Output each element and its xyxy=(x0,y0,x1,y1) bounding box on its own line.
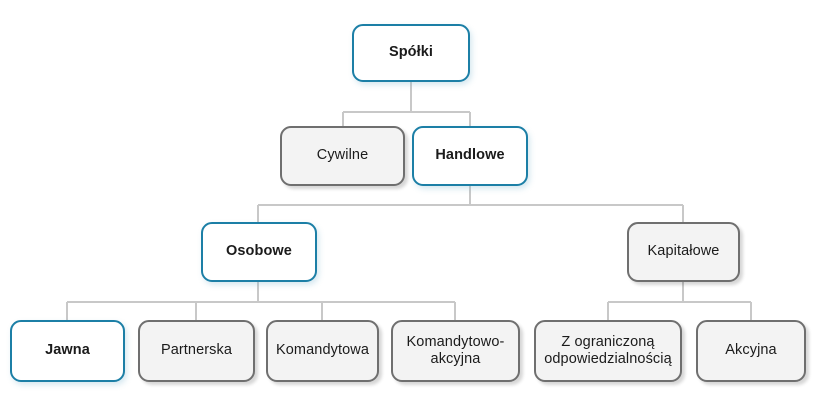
node-komandytowa[interactable]: Komandytowa xyxy=(266,320,379,382)
node-cywilne[interactable]: Cywilne xyxy=(280,126,405,186)
node-spolki[interactable]: Spółki xyxy=(352,24,470,82)
node-spolki-label: Spółki xyxy=(388,44,434,61)
node-akcyjna[interactable]: Akcyjna xyxy=(696,320,806,382)
node-partnerska[interactable]: Partnerska xyxy=(138,320,255,382)
node-handlowe-label: Handlowe xyxy=(435,147,505,164)
node-jawna-label: Jawna xyxy=(45,342,90,359)
node-osobowe-label: Osobowe xyxy=(226,243,292,260)
node-osobowe[interactable]: Osobowe xyxy=(201,222,317,282)
node-partnerska-label: Partnerska xyxy=(160,342,233,359)
node-akcyjna-label: Akcyjna xyxy=(725,342,777,359)
node-jawna[interactable]: Jawna xyxy=(10,320,125,382)
node-kapitalowe-label: Kapitałowe xyxy=(647,243,720,260)
node-handlowe[interactable]: Handlowe xyxy=(412,126,528,186)
node-cywilne-label: Cywilne xyxy=(316,147,369,164)
node-z-ograniczona-odpowiedzialnoscia[interactable]: Z ograniczoną odpowiedzialnością xyxy=(534,320,682,382)
node-z-ograniczona-odpowiedzialnoscia-label: Z ograniczoną odpowiedzialnością xyxy=(544,333,672,367)
node-komandytowo-akcyjna-label: Komandytowo- akcyjna xyxy=(406,333,505,367)
node-kapitalowe[interactable]: Kapitałowe xyxy=(627,222,740,282)
node-komandytowo-akcyjna[interactable]: Komandytowo- akcyjna xyxy=(391,320,520,382)
node-komandytowa-label: Komandytowa xyxy=(276,342,369,359)
